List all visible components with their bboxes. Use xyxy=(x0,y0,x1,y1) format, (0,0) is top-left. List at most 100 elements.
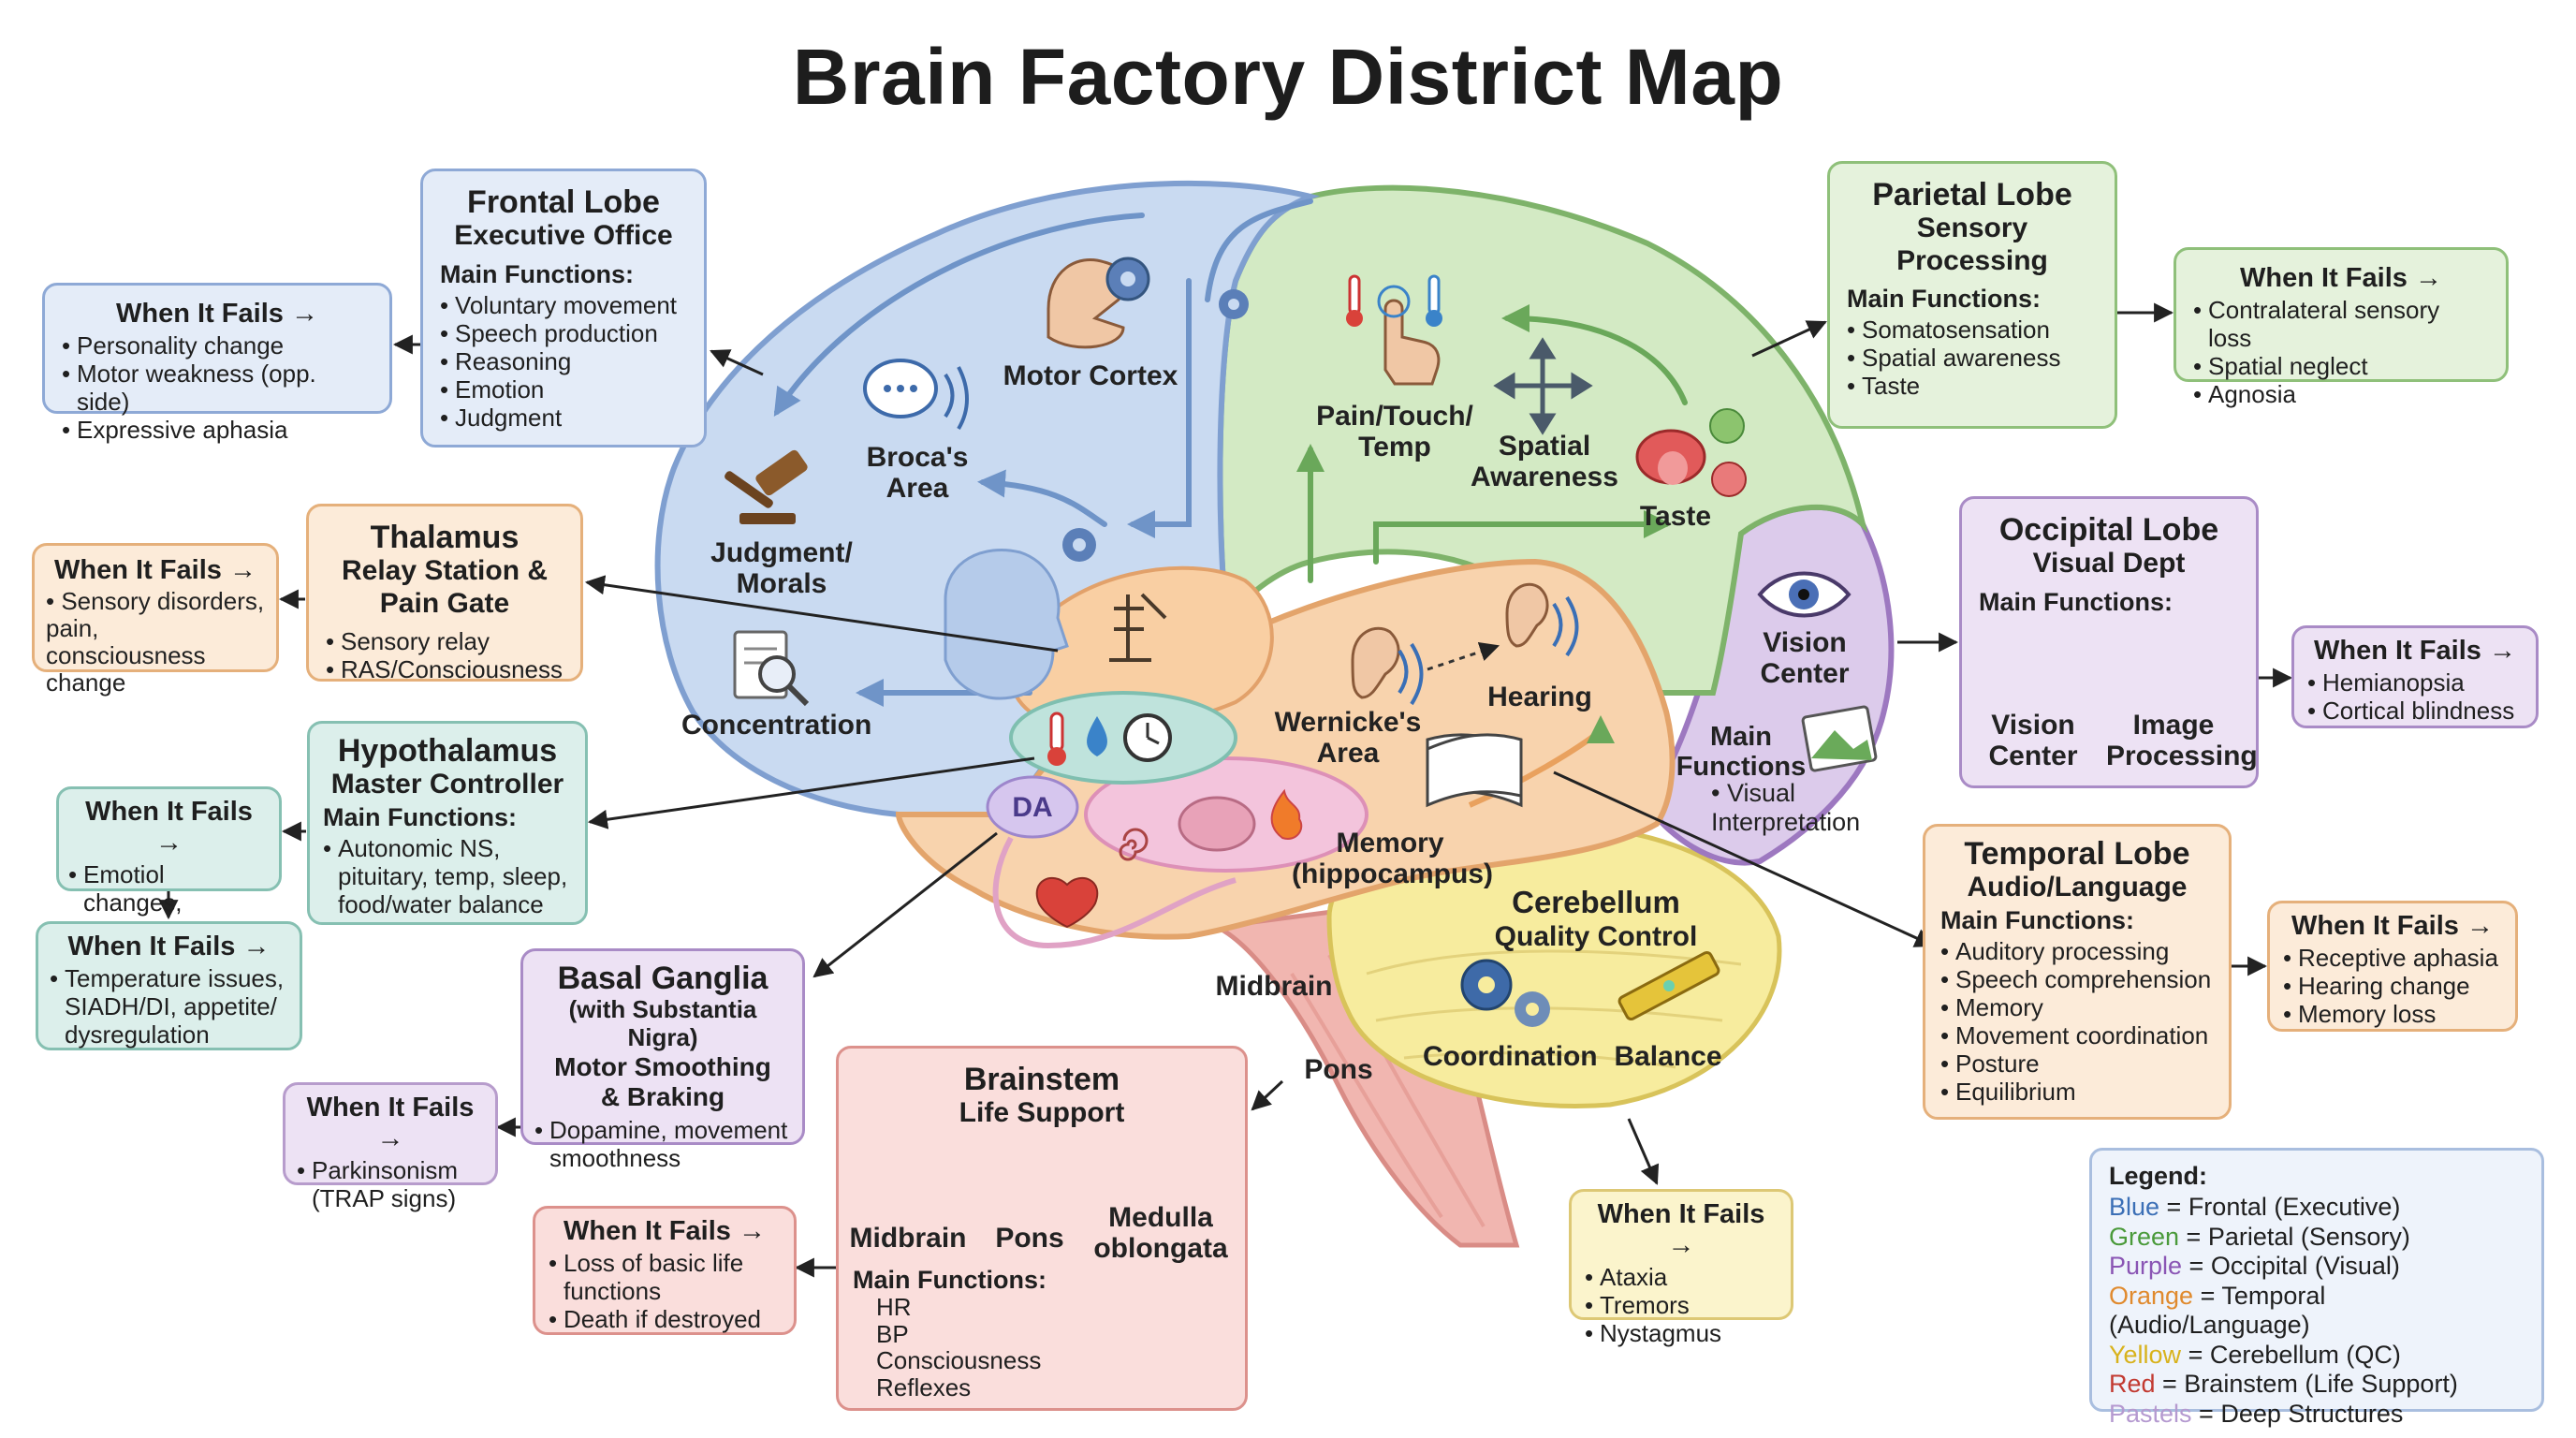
cerebellum-fail-list: Ataxia Tremors Nystagmus xyxy=(1585,1263,1778,1348)
frontal-title: Frontal Lobe xyxy=(467,184,660,220)
parietal-subtitle: Sensory Processing xyxy=(1896,213,2048,276)
thermometer-icon xyxy=(1047,712,1066,766)
list-item: Somatosensation xyxy=(1847,315,2098,344)
spirit-level-icon xyxy=(1617,950,1720,1021)
legend-color-word: Red xyxy=(2109,1370,2156,1399)
parietal-lobe-box: Parietal Lobe Sensory Processing Main Fu… xyxy=(1827,161,2117,429)
heart-organ-icon xyxy=(1035,876,1099,929)
basal-function-list: Dopamine, movement smoothness xyxy=(534,1116,791,1172)
list-item: Loss of basic life functions xyxy=(549,1249,781,1305)
tongue-mouth-icon xyxy=(1635,429,1706,485)
ear-icon xyxy=(1351,626,1400,699)
thermometer-cold-icon xyxy=(1426,274,1442,327)
temporal-fail-title: When It Fails → xyxy=(2291,911,2494,941)
frontal-lobe-box: Frontal Lobe Executive Office Main Funct… xyxy=(420,169,707,448)
hypothalamus-fail-box-1: When It Fails → Emotiol changes, memory … xyxy=(56,786,282,945)
thermometer-hot-icon xyxy=(1346,274,1363,327)
occipital-fail-box: When It Fails → Hemianopsia Cortical bli… xyxy=(2291,625,2539,728)
list-item: HR xyxy=(876,1293,912,1321)
basal-line1: (with Substantia Nigra) xyxy=(568,995,757,1051)
legend-item: Pastels = Deep Structures xyxy=(2109,1400,2525,1430)
label-occipital-main-functions: Main Functions xyxy=(1676,722,1807,782)
frontal-subtitle: Executive Office xyxy=(454,220,673,252)
sound-waves-icon xyxy=(1398,642,1424,706)
list-item: Sensory relay xyxy=(326,627,564,655)
list-item: Dopamine, movement smoothness xyxy=(534,1116,791,1172)
parietal-fail-title: When It Fails → xyxy=(2240,263,2442,293)
thalamus-function-list: Sensory relay RAS/Consciousness xyxy=(326,627,564,683)
list-item: Consciousness xyxy=(876,1346,1042,1375)
sound-waves-icon-hearing xyxy=(1552,595,1579,657)
occipital-fail-list: Hemianopsia Cortical blindness xyxy=(2307,668,2523,725)
temporal-fail-list: Receptive aphasia Hearing change Memory … xyxy=(2283,944,2502,1029)
temporal-lobe-box: Temporal Lobe Audio/Language Main Functi… xyxy=(1923,824,2232,1120)
list-item: Tremors xyxy=(1585,1291,1778,1319)
label-coordination: Coordination xyxy=(1423,1041,1598,1072)
eye-icon xyxy=(1757,571,1852,618)
hypothalamus-fail-box-2: When It Fails → Temperature issues, SIAD… xyxy=(36,921,302,1050)
list-item: Ataxia xyxy=(1585,1263,1778,1291)
thalamus-fail-box: When It Fails → • Sensory disorders, pai… xyxy=(32,543,279,697)
open-book-icon xyxy=(1426,733,1523,808)
label-midbrain: Midbrain xyxy=(1215,971,1333,1002)
brain-icon xyxy=(1178,796,1256,852)
legend-item: Orange = Temporal (Audio/Language) xyxy=(2109,1282,2525,1341)
label-pain-touch-temp: Pain/Touch/ Temp xyxy=(1316,401,1473,462)
label-cerebellum: Cerebellum xyxy=(1512,885,1680,919)
head-silhouette-icon xyxy=(944,548,1069,700)
cerebellum-fail-title: When It Fails → xyxy=(1597,1199,1765,1260)
parietal-function-list: Somatosensation Spatial awareness Taste xyxy=(1847,315,2098,401)
thalamus-title: Thalamus xyxy=(370,520,520,555)
water-drop-icon xyxy=(1087,716,1107,756)
occipital-fail-title: When It Fails → xyxy=(2314,636,2516,666)
legend-color-word: Orange xyxy=(2109,1281,2194,1310)
label-da: DA xyxy=(1012,792,1053,823)
list-item: Speech production xyxy=(440,319,687,347)
legend-color-word: Blue xyxy=(2109,1193,2160,1221)
parietal-main-functions: Main Functions: xyxy=(1847,285,2041,314)
legend-item: Yellow = Cerebellum (QC) xyxy=(2109,1341,2525,1371)
brainstem-icon-label-pons: Pons xyxy=(995,1223,1064,1254)
list-item: Reasoning xyxy=(440,347,687,375)
basal-ganglia-box: Basal Ganglia (with Substantia Nigra) Mo… xyxy=(520,948,805,1172)
brainstem-fail-box: When It Fails → Loss of basic life funct… xyxy=(533,1206,797,1335)
legend-item: Green = Parietal (Sensory) xyxy=(2109,1223,2525,1253)
legend-text: = Parietal (Sensory) xyxy=(2179,1222,2410,1251)
parietal-title: Parietal Lobe xyxy=(1872,177,2072,213)
list-item: Equilibrium xyxy=(1940,1078,2214,1106)
list-item: Hearing change xyxy=(2283,972,2502,1000)
legend-item: Purple = Occipital (Visual) xyxy=(2109,1252,2525,1282)
legend-text: = Cerebellum (QC) xyxy=(2181,1340,2401,1369)
page-title: Brain Factory District Map xyxy=(792,33,1784,121)
cerebellum-fail-box: When It Fails → Ataxia Tremors Nystagmus xyxy=(1569,1189,1793,1348)
ear-icon-hearing xyxy=(1505,582,1549,648)
list-item: Nystagmus xyxy=(1585,1319,1778,1347)
basal-line2: Motor Smoothing xyxy=(554,1051,771,1081)
list-item: RAS/Consciousness xyxy=(326,655,564,683)
list-item: Death if destroyed xyxy=(549,1305,781,1333)
brainstem-fail-title: When It Fails → xyxy=(564,1216,766,1246)
frontal-main-functions: Main Functions: xyxy=(440,259,634,288)
label-motor-cortex: Motor Cortex xyxy=(1003,360,1178,391)
hypothalamus-main-functions: Main Functions: xyxy=(323,802,517,831)
list-item: Visual Interpretation xyxy=(1711,779,1861,837)
list-item: Speech comprehension xyxy=(1940,965,2214,993)
legend: Legend: Blue = Frontal (Executive) Green… xyxy=(2089,1148,2544,1428)
brainstem-icon-label-medulla: Medulla oblongata xyxy=(1093,1202,1228,1264)
legend-item: Blue = Frontal (Executive) xyxy=(2109,1193,2525,1223)
list-item: Memory loss xyxy=(2283,1000,2502,1028)
brainstem-icon-label-midbrain: Midbrain xyxy=(849,1223,967,1254)
document-magnifier-icon xyxy=(733,630,810,707)
brainstem-subtitle: Life Support xyxy=(959,1097,1125,1129)
parietal-fail-list: Contralateral sensory loss Spatial negle… xyxy=(2193,296,2489,409)
legend-text: = Brainstem (Life Support) xyxy=(2155,1370,2458,1399)
temporal-title: Temporal Lobe xyxy=(1964,836,2190,872)
list-item: Posture xyxy=(1940,1049,2214,1078)
list-item: Auditory processing xyxy=(1940,937,2214,965)
list-item: Personality change xyxy=(62,331,373,360)
list-item: Expressive aphasia xyxy=(62,416,373,444)
thalamus-fail-item: • Sensory disorders, pain, consciousness… xyxy=(46,587,265,697)
list-item: Receptive aphasia xyxy=(2283,944,2502,972)
touch-hand-icon xyxy=(1377,285,1441,386)
brainstem-box: Brainstem Life Support xyxy=(836,1046,1248,1411)
